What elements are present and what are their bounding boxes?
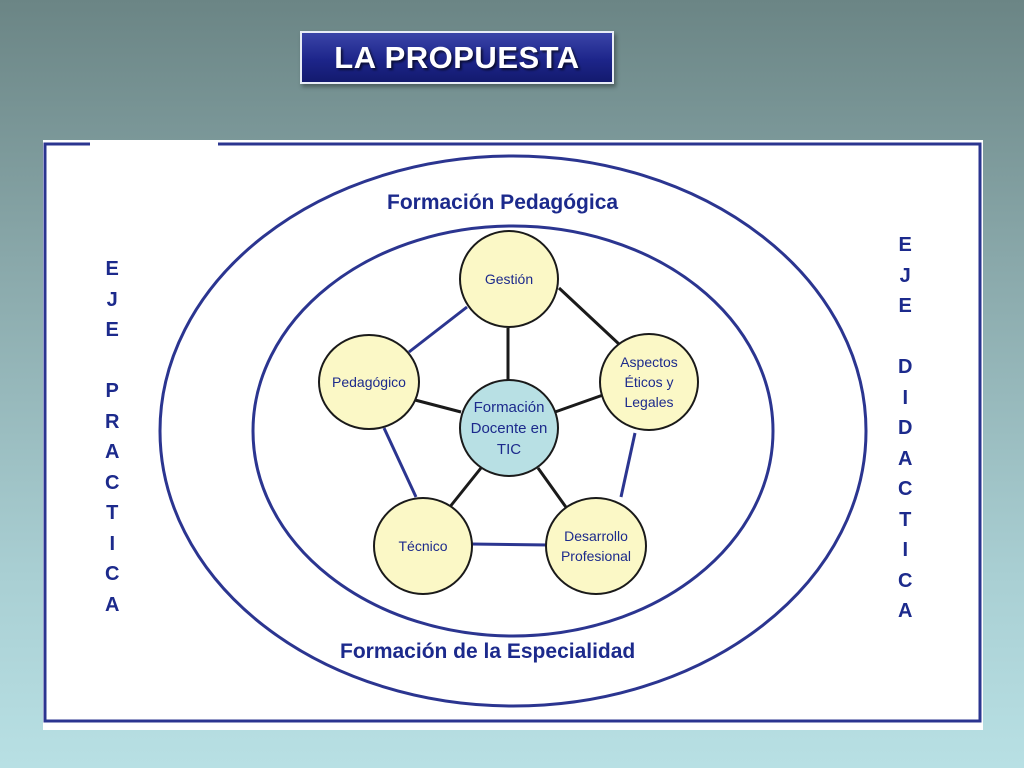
label-formacion-especialidad: Formación de la Especialidad [340, 640, 636, 663]
node-label: Gestión [484, 271, 534, 287]
node-formacion-docente-tic: Formación Docente en TIC [459, 379, 559, 477]
node-pedagogico: Pedagógico [318, 334, 420, 430]
axis-letter: E [105, 258, 119, 280]
node-label: Aspectos Éticos y Legales [620, 354, 678, 410]
node-label: Formación Docente en TIC [470, 398, 548, 458]
diagram-frame [43, 142, 982, 723]
axis-letter: I [902, 539, 908, 561]
node-tecnico: Técnico [373, 497, 473, 595]
node-label: Técnico [398, 538, 448, 554]
diagram-panel: Formación Pedagógica Formación de la Esp… [43, 140, 983, 730]
edge-pedagogico-gestion [408, 305, 468, 354]
spoke-aspectos [554, 393, 604, 414]
node-label: Pedagógico [332, 374, 406, 390]
slide-title-box: LA PROPUESTA [300, 31, 614, 84]
node-label: Desarrollo Profesional [560, 528, 632, 564]
node-aspectos: Aspectos Éticos y Legales [599, 333, 699, 431]
axis-letter: E [898, 234, 912, 256]
diagram-lines [43, 142, 982, 723]
axis-letter: C [898, 478, 913, 500]
axis-eje-practica: E J E P R A C T I C A [105, 254, 119, 620]
spoke-pedagogico [414, 398, 462, 414]
axis-letter: C [898, 569, 913, 592]
axis-letter: I [109, 532, 115, 555]
edge-desarrollo-aspectos [619, 432, 637, 498]
axis-letter: E [898, 295, 912, 317]
axis-letter: E [105, 319, 119, 341]
slide-title: LA PROPUESTA [334, 39, 580, 75]
label-formacion-pedagogica: Formación Pedagógica [387, 191, 619, 214]
spoke-tecnico [447, 467, 483, 509]
axis-letter: A [105, 593, 120, 616]
edge-gestion-aspectos [557, 286, 622, 347]
node-desarrollo: Desarrollo Profesional [545, 497, 647, 595]
inner-ellipse [251, 224, 775, 638]
axis-letter: A [105, 441, 120, 463]
node-gestion: Gestión [459, 230, 559, 328]
axis-letter: J [899, 264, 911, 287]
spoke-desarrollo [536, 467, 570, 511]
axis-letter: T [106, 502, 119, 524]
axis-letter: A [898, 447, 913, 470]
axis-letter: R [105, 410, 120, 433]
axis-letter: J [106, 288, 118, 311]
axis-letter: A [898, 600, 913, 622]
axis-letter: I [902, 386, 908, 409]
outer-ellipse [158, 154, 868, 708]
axis-letter: P [105, 380, 119, 402]
edge-pedagogico-tecnico [382, 427, 418, 498]
axis-letter: D [898, 356, 913, 378]
axis-letter: C [105, 471, 120, 494]
axis-letter: D [898, 417, 913, 439]
edge-tecnico-desarrollo [470, 542, 550, 547]
axis-letter: C [105, 563, 120, 585]
axis-eje-didactica: E J E D I D A C T I C A [898, 230, 912, 627]
axis-letter: T [899, 508, 912, 531]
